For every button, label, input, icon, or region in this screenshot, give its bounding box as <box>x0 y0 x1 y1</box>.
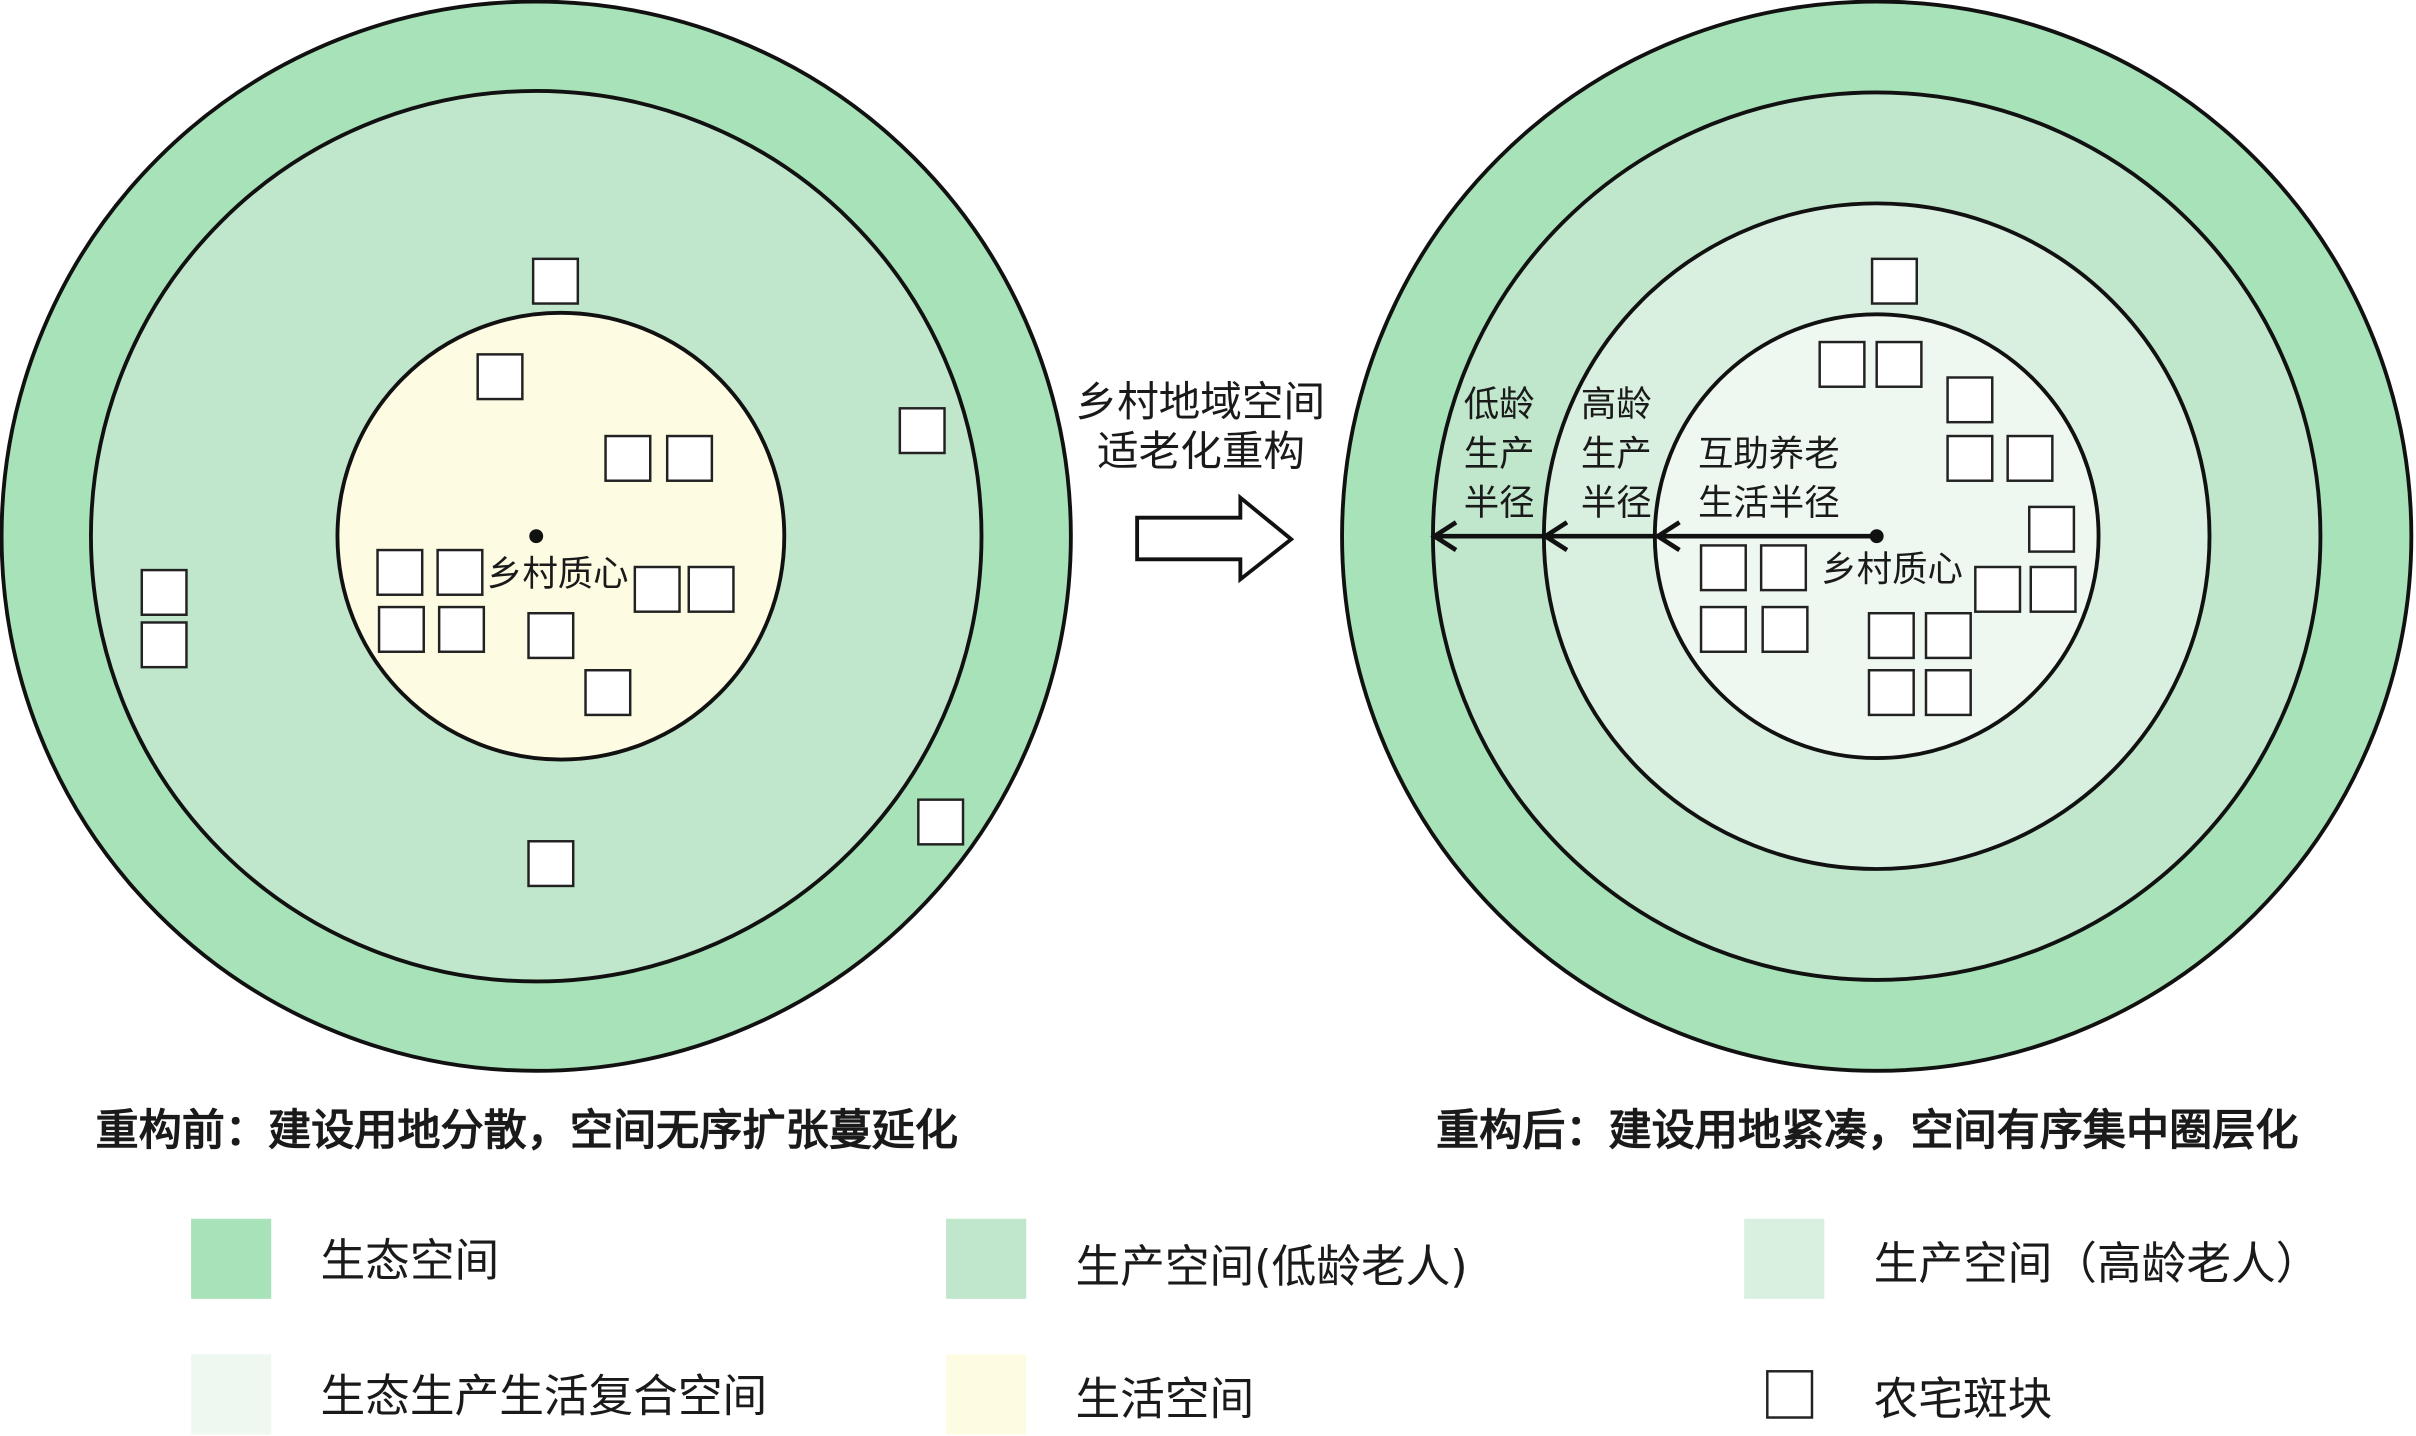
house-patch <box>140 568 188 617</box>
house-patches <box>140 257 965 888</box>
right-arrow-icon <box>1135 493 1295 584</box>
house-patch <box>687 565 735 613</box>
house-patch <box>1867 611 1915 660</box>
legend-swatch-ecological <box>191 1218 272 1299</box>
house-patch <box>1759 544 1808 592</box>
legend-label: 生产空间(低龄老人) <box>1075 1241 1467 1293</box>
house-patch <box>898 407 946 455</box>
house-patch <box>140 621 188 669</box>
high-age-label: 半径 <box>1581 483 1652 524</box>
house-patch <box>1946 434 1994 482</box>
house-patch <box>1761 605 1809 653</box>
legend-label: 生产空间（高龄老人） <box>1874 1238 2321 1290</box>
mutual-aid-label: 生活半径 <box>1698 483 1840 524</box>
legend: 生态空间 生产空间(低龄老人) 生产空间（高龄老人） 生态生产生活复合空间 生活… <box>191 1218 2321 1435</box>
house-patch <box>604 434 652 482</box>
after-caption: 重构后：建设用地紧凑，空间有序集中圈层化 <box>1436 1106 2299 1156</box>
legend-swatch-production-low <box>946 1218 1027 1299</box>
house-patch <box>376 548 424 596</box>
house-patch <box>2029 565 2077 613</box>
house-patch <box>1946 376 1994 424</box>
house-patch <box>1699 544 1747 592</box>
house-patch <box>377 605 425 653</box>
house-patch <box>633 565 681 613</box>
legend-label: 农宅斑块 <box>1874 1373 2053 1425</box>
legend-label: 生态生产生活复合空间 <box>321 1370 768 1422</box>
after-diagram: 乡村质心 低龄 生产 半径 高龄 生产 半径 互助养老 生活半径 <box>1340 0 2414 1073</box>
legend-swatch-composite <box>191 1354 272 1435</box>
legend-swatch-living <box>946 1354 1027 1435</box>
house-patch <box>1867 669 1915 717</box>
low-age-label: 半径 <box>1464 483 1535 524</box>
high-age-label: 生产 <box>1581 433 1652 474</box>
high-age-label: 高龄 <box>1581 384 1652 425</box>
house-patch <box>1818 340 1866 388</box>
house-patch <box>1875 340 1923 388</box>
house-patch <box>1699 605 1747 653</box>
transition: 乡村地域空间 适老化重构 <box>1075 377 1325 584</box>
centroid-label: 乡村质心 <box>1821 549 1963 590</box>
legend-swatch-house <box>1766 1370 1814 1419</box>
house-patches <box>1699 257 2077 717</box>
centroid-dot <box>529 529 544 544</box>
centroid-label: 乡村质心 <box>487 553 629 594</box>
legend-swatch-production-high <box>1744 1218 1825 1299</box>
house-patch <box>917 798 965 846</box>
centroid-dot <box>1869 529 1884 544</box>
legend-label: 生态空间 <box>321 1235 500 1287</box>
arrowhead-icon <box>1430 520 1458 552</box>
house-patch <box>2027 505 2076 553</box>
mutual-aid-label: 互助养老 <box>1698 433 1840 474</box>
low-age-label: 生产 <box>1464 433 1535 474</box>
house-patch <box>1924 611 1972 660</box>
before-caption: 重构前：建设用地分散，空间无序扩张蔓延化 <box>96 1106 959 1156</box>
house-patch <box>436 548 484 596</box>
house-patch <box>437 605 486 653</box>
transition-line1: 乡村地域空间 <box>1075 377 1325 426</box>
living-core <box>335 310 787 762</box>
house-patch <box>527 840 575 888</box>
transition-line2: 适老化重构 <box>1097 426 1305 475</box>
legend-label: 生活空间 <box>1075 1373 1254 1425</box>
house-patch <box>1870 257 1918 305</box>
house-patch <box>584 669 632 717</box>
before-diagram: 乡村质心 <box>0 0 1073 1073</box>
house-patch <box>531 257 580 305</box>
house-patch <box>527 611 575 660</box>
house-patch <box>1974 565 2022 613</box>
house-patch <box>476 353 524 401</box>
house-patch <box>665 434 714 482</box>
house-patch <box>1924 669 1972 717</box>
house-patch <box>2006 434 2054 482</box>
arrowhead-icon <box>1541 520 1569 552</box>
low-age-label: 低龄 <box>1464 384 1535 425</box>
arrowhead-icon <box>1653 520 1681 552</box>
